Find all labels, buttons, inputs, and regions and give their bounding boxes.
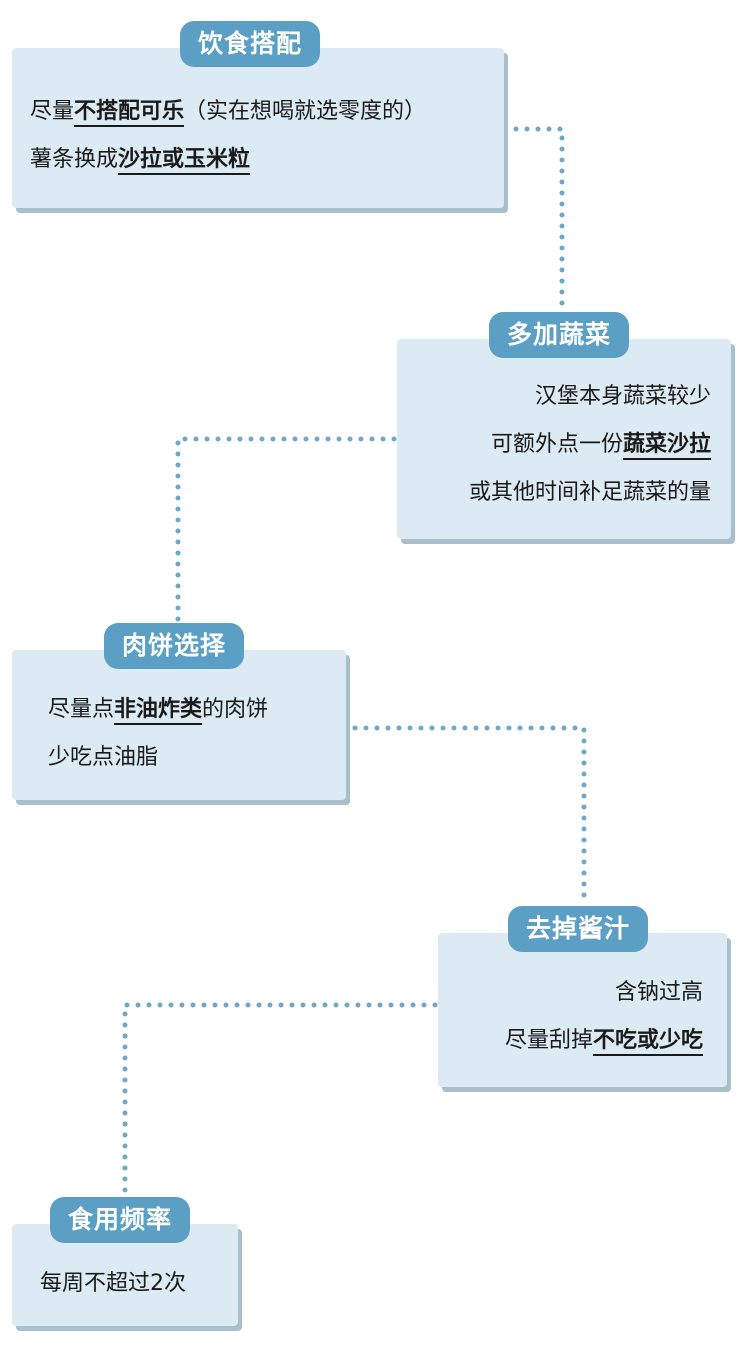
text: 薯条换成 [30, 147, 119, 172]
step-body: 含钠过高 尽量刮掉不吃或少吃 [505, 969, 703, 1065]
text: 每周不超过2次 [40, 1271, 186, 1296]
text: 尽量刮掉 [504, 1028, 593, 1053]
body-line: 尽量点非油炸类的肉饼 [48, 686, 268, 734]
body-line: 汉堡本身蔬菜较少 [469, 373, 711, 421]
step-body: 汉堡本身蔬菜较少 可额外点一份蔬菜沙拉 或其他时间补足蔬菜的量 [469, 373, 711, 517]
step-body: 尽量不搭配可乐（实在想喝就选零度的） 薯条换成沙拉或玉米粒 [30, 88, 426, 184]
step-card-remove-sauce: 去掉酱汁 含钠过高 尽量刮掉不吃或少吃 [438, 906, 727, 1087]
step-card-frequency: 食用频率 每周不超过2次 [12, 1197, 238, 1326]
body-line: 可额外点一份蔬菜沙拉 [469, 421, 711, 469]
step-tag: 饮食搭配 [180, 21, 321, 67]
step-body: 每周不超过2次 [40, 1260, 186, 1308]
step-card-diet-pairing: 饮食搭配 尽量不搭配可乐（实在想喝就选零度的） 薯条换成沙拉或玉米粒 [12, 21, 504, 208]
highlight-text: 沙拉或玉米粒 [118, 147, 251, 175]
text: 或其他时间补足蔬菜的量 [468, 480, 711, 505]
body-line: 含钠过高 [505, 969, 703, 1017]
text: 少吃点油脂 [48, 745, 159, 770]
text: 可额外点一份 [490, 432, 623, 457]
body-line: 薯条换成沙拉或玉米粒 [30, 136, 426, 184]
step-tag: 多加蔬菜 [489, 312, 630, 358]
text: （实在想喝就选零度的） [184, 99, 427, 124]
step-tag: 食用频率 [50, 1197, 191, 1243]
step-tag: 去掉酱汁 [508, 906, 649, 952]
body-line: 少吃点油脂 [48, 734, 268, 782]
text: 尽量点 [48, 697, 115, 722]
body-line: 尽量刮掉不吃或少吃 [505, 1017, 703, 1065]
connector-4-5 [122, 1002, 438, 1199]
highlight-text: 蔬菜沙拉 [622, 432, 711, 460]
step-body: 尽量点非油炸类的肉饼 少吃点油脂 [48, 686, 268, 782]
text: 的肉饼 [202, 697, 269, 722]
connector-1-2 [513, 126, 565, 315]
highlight-text: 不搭配可乐 [74, 99, 185, 127]
text: 含钠过高 [614, 980, 703, 1005]
body-line: 每周不超过2次 [40, 1260, 186, 1308]
text: 汉堡本身蔬菜较少 [534, 384, 711, 409]
body-line: 或其他时间补足蔬菜的量 [469, 469, 711, 517]
step-card-more-vegetables: 多加蔬菜 汉堡本身蔬菜较少 可额外点一份蔬菜沙拉 或其他时间补足蔬菜的量 [397, 312, 731, 539]
step-tag: 肉饼选择 [104, 623, 245, 669]
connector-3-4 [352, 725, 587, 907]
body-line: 尽量不搭配可乐（实在想喝就选零度的） [30, 88, 426, 136]
text: 尽量 [30, 99, 75, 124]
connector-2-3 [175, 436, 397, 628]
step-card-patty-choice: 肉饼选择 尽量点非油炸类的肉饼 少吃点油脂 [12, 623, 346, 800]
highlight-text: 非油炸类 [114, 697, 203, 725]
highlight-text: 不吃或少吃 [592, 1028, 703, 1056]
